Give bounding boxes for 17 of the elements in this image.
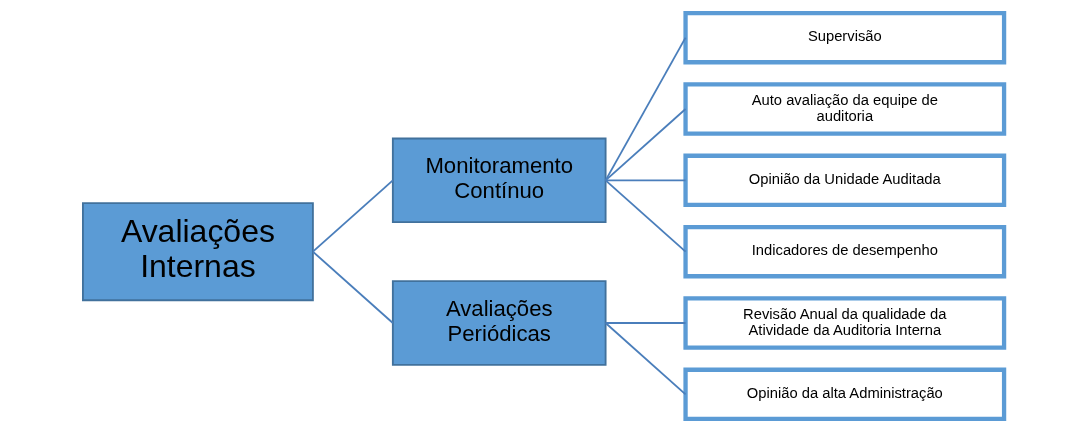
node-box: Opinião da alta Administração [682,367,1006,422]
node-box: Opinião da Unidade Auditada [682,153,1006,208]
connector [604,322,686,324]
connector [604,179,686,253]
node-box: Indicadores de desempenho [682,224,1006,279]
node-box: Revisão Anual da qualidade da Atividade da Auditoria Interna [682,296,1006,350]
connector [604,36,686,182]
connector [311,179,394,253]
connector [604,322,686,396]
node-box: Supervisão [682,10,1006,65]
node-box: Auto avaliação da equipe de auditoria [682,82,1006,136]
connector [604,108,686,182]
node-box: Monitoramento Contínuo [391,137,607,224]
connector [604,179,686,182]
connector [311,250,394,324]
node-box: Avaliações Periódicas [391,280,607,366]
node-box: Avaliações Internas [81,202,314,302]
